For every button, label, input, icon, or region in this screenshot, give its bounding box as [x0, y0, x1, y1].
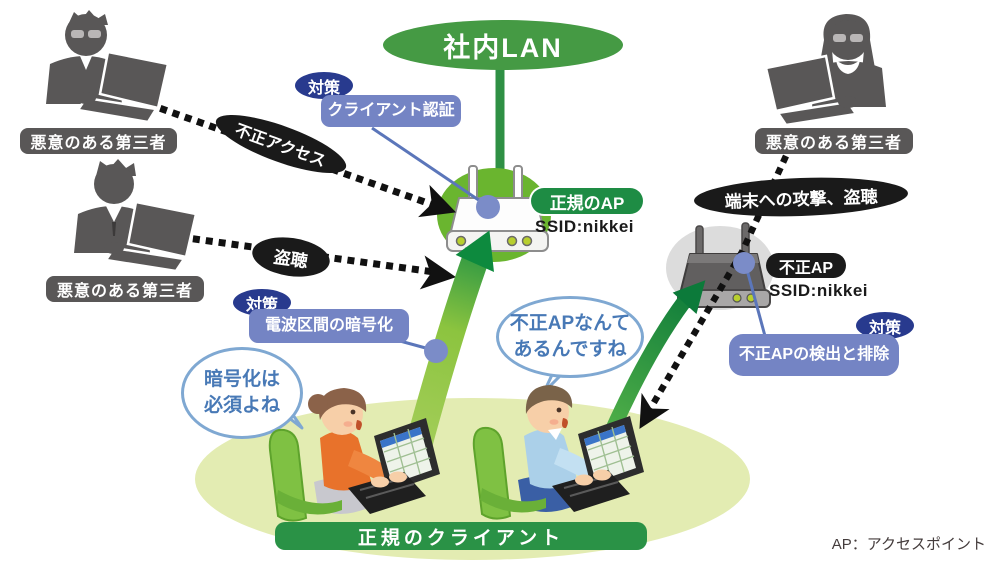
legit-ap-label-text: 正規のAP — [549, 193, 625, 213]
rogue-ap-label-text: 不正AP — [778, 259, 834, 277]
clients-banner: 正規のクライアント — [275, 522, 647, 550]
rogue-ap-label: 不正AP — [766, 253, 846, 278]
client-man-icon — [472, 385, 644, 520]
lan-title: 社内LAN — [443, 32, 563, 63]
lan-ellipse: 社内LAN — [383, 20, 623, 70]
client-woman-icon — [268, 388, 440, 522]
threat-eavesdropping-text: 盗聴 — [272, 247, 309, 271]
speech-bubble-encryption: 暗号化は 必須よね — [181, 347, 303, 439]
measure-client-auth: クライアント認証 — [321, 95, 461, 127]
badge-countermeasure-1: 対策 — [295, 72, 353, 99]
attacker-label-3: 悪意のある第三者 — [755, 128, 913, 154]
badge-1-text: 対策 — [307, 79, 340, 97]
measure-rogue-detection-text: 不正APの検出と排除 — [738, 346, 890, 364]
hacker-sunglasses-icon — [46, 10, 170, 124]
rogue-detection-point — [733, 252, 755, 274]
attacker-label-1: 悪意のある第三者 — [20, 128, 177, 154]
attack-dotted-lines — [146, 100, 789, 429]
legit-ap-label: 正規のAP — [531, 188, 643, 214]
footnote: AP：アクセスポイント — [831, 536, 986, 553]
speech-bubble-rogue: 不正APなんて あるんですね — [496, 296, 644, 378]
attacker-label-2: 悪意のある第三者 — [46, 276, 204, 302]
attacker-label-2-text: 悪意のある第三者 — [56, 283, 193, 300]
hacker-suit-icon — [74, 159, 198, 273]
hacker-woman-icon — [764, 14, 886, 127]
bubble-rogue-text: 不正APなんて あるんですね — [509, 313, 631, 360]
threat-terminal-attack-text: 端末への攻撃、盗聴 — [724, 186, 878, 212]
measure-radio-encryption: 電波区間の暗号化 — [249, 309, 409, 343]
measure-client-auth-text: クライアント認証 — [327, 102, 455, 120]
badge-3-text: 対策 — [868, 319, 901, 337]
bubble-encryption-text: 暗号化は 必須よね — [203, 369, 280, 416]
white-router-icon — [446, 165, 549, 252]
client-auth-point — [476, 195, 500, 219]
measure-rogue-detection: 不正APの検出と排除 — [729, 334, 899, 376]
encryption-point — [424, 339, 448, 363]
attacker-label-1-text: 悪意のある第三者 — [30, 135, 167, 152]
rogue-ap-ssid: SSID:nikkei — [769, 281, 869, 300]
measure-radio-encryption-text: 電波区間の暗号化 — [264, 317, 393, 335]
legit-ap-ssid: SSID:nikkei — [535, 217, 635, 236]
clients-banner-text: 正規のクライアント — [357, 527, 565, 549]
attacker-label-3-text: 悪意のある第三者 — [765, 135, 902, 152]
